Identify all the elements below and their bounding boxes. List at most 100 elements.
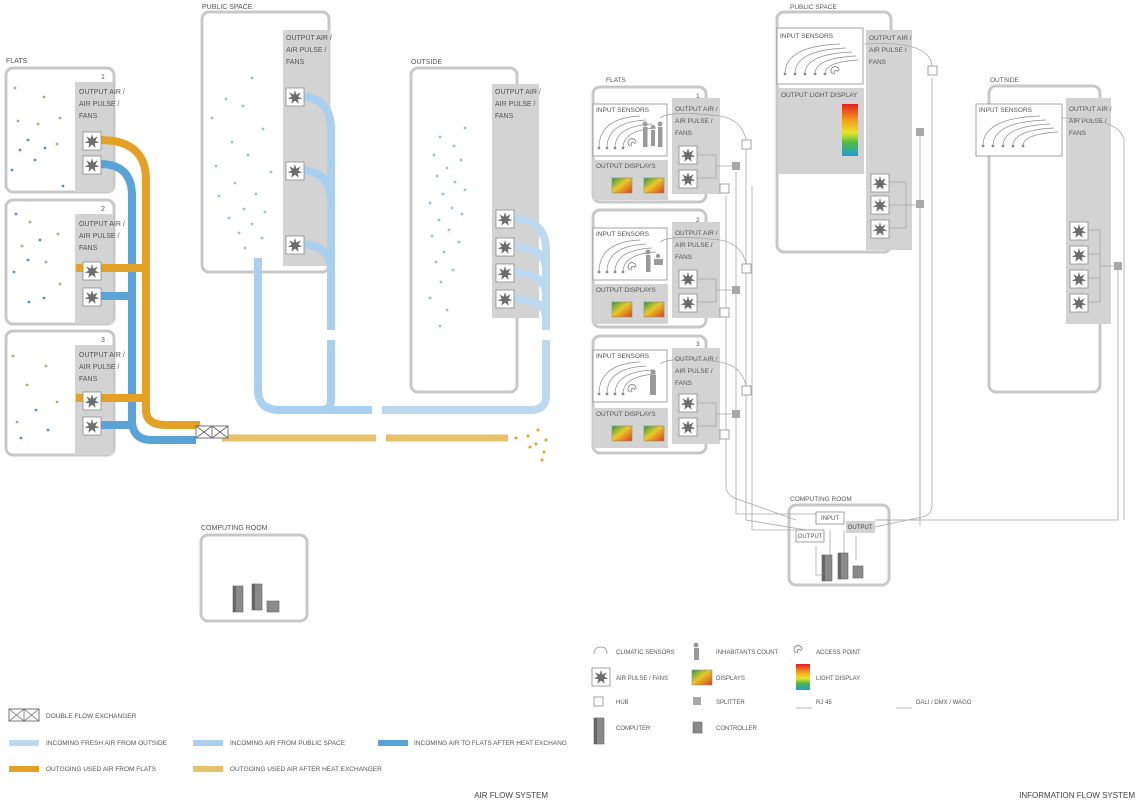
- info-output-box-bg: [846, 521, 875, 533]
- display-icon: [643, 301, 665, 318]
- legend-climatic: CLIMATIC SENSORS: [616, 650, 675, 656]
- info-flat-2-out-2: AIR PULSE /: [675, 242, 713, 249]
- air-outside-output-3: FANS: [495, 113, 514, 120]
- splitter-icon: [916, 128, 924, 136]
- splitter-icon: [916, 200, 924, 208]
- display-icon: [691, 669, 713, 686]
- legend-fresh-label: INCOMING FRESH AIR FROM OUTSIDE: [46, 740, 168, 747]
- display-icon: [643, 425, 665, 442]
- air-public-output-1: OUTPUT AIR /: [286, 35, 332, 42]
- hub-icon: [741, 139, 752, 150]
- splitter-icon: [732, 286, 740, 294]
- legend-dali: DALI / DMX / WAGO: [916, 700, 972, 706]
- information-flow-system: FLATS PUBLIC SPACE OUTSIDE COMPUTING ROO…: [591, 4, 1135, 800]
- info-flat-1-number: 1: [696, 93, 700, 100]
- air-flat-3-output-1: OUTPUT AIR /: [79, 352, 125, 359]
- legend-rj45: RJ 45: [816, 700, 832, 706]
- info-flat-2-out-3: FANS: [675, 254, 693, 261]
- info-flat-1-displays-label: OUTPUT DISPLAYS: [596, 163, 656, 170]
- fan-icon: [82, 287, 102, 307]
- fan-icon: [495, 289, 515, 309]
- air-computing-label: COMPUTING ROOM: [201, 525, 268, 532]
- air-public-panel: [283, 30, 330, 266]
- fan-icon: [82, 261, 102, 281]
- info-flat-3-sensors-label: INPUT SENSORS: [596, 353, 650, 360]
- info-labels: FLATS PUBLIC SPACE OUTSIDE COMPUTING ROO…: [596, 4, 1112, 503]
- air-flat-2-number: 2: [101, 206, 105, 213]
- legend-to-flats-label: INCOMING AIR TO FLATS AFTER HEAT EXCHANG: [414, 740, 567, 747]
- info-public-out-2: AIR PULSE /: [869, 47, 907, 54]
- air-particles: [10, 76, 467, 440]
- hub-icon: [741, 385, 752, 396]
- legend-exchanger-label: DOUBLE FLOW EXCHANGER: [46, 713, 137, 720]
- fan-icon: [1069, 269, 1089, 289]
- people-icon: [650, 369, 656, 395]
- computer-icon: [232, 585, 244, 613]
- fan-icon: [1069, 245, 1089, 265]
- info-flat-3-displays-label: OUTPUT DISPLAYS: [596, 411, 656, 418]
- info-flow-title: INFORMATION FLOW SYSTEM: [1019, 791, 1135, 800]
- legend-light: LIGHT DISPLAY: [816, 676, 860, 682]
- fan-icon: [870, 173, 890, 193]
- info-flat-1-out-2: AIR PULSE /: [675, 118, 713, 125]
- fan-icon: [678, 293, 698, 313]
- computer-icon: [251, 583, 263, 611]
- info-legend: CLIMATIC SENSORS INHABITANTS COUNT ACCES…: [591, 642, 972, 745]
- legend-inhabitants: INHABITANTS COUNT: [716, 650, 779, 656]
- air-flat-3-frame: [4, 329, 116, 457]
- input-box-label: INPUT: [821, 516, 839, 522]
- legend-hub: HUB: [616, 700, 629, 706]
- output-box-right-label: OUTPUT: [848, 525, 873, 531]
- air-particles-public: [210, 76, 273, 250]
- air-public-output-2: AIR PULSE /: [286, 47, 327, 54]
- hub-icon: [719, 307, 730, 318]
- hub-icon: [719, 429, 730, 440]
- climatic-sensors-icon: [593, 646, 608, 655]
- double-flow-exchanger-icon: [195, 425, 229, 439]
- air-flat-1-output-2: AIR PULSE /: [79, 101, 120, 108]
- info-flat-1-out-1: OUTPUT AIR /: [675, 106, 718, 113]
- air-outside-output-1: OUTPUT AIR /: [495, 89, 541, 96]
- info-hubs: [719, 65, 1122, 440]
- air-flat-3-output-3: FANS: [79, 376, 98, 383]
- climatic-sensor-dots: [597, 72, 1025, 396]
- display-icon: [611, 425, 633, 442]
- info-public-sensors: [776, 27, 864, 85]
- hub-legend-icon: [593, 696, 604, 707]
- output-box-left-label: OUTPUT: [798, 534, 823, 540]
- legend-swatch-used-flats: [9, 766, 39, 772]
- info-public-out-1: OUTPUT AIR /: [869, 35, 912, 42]
- air-flat-2-output-1: OUTPUT AIR /: [79, 221, 125, 228]
- air-legend: DOUBLE FLOW EXCHANGER INCOMING FRESH AIR…: [8, 708, 567, 773]
- air-flat-3-number: 3: [101, 337, 105, 344]
- info-flat-3-out-2: AIR PULSE /: [675, 368, 713, 375]
- legend-access: ACCESS POINT: [816, 650, 861, 656]
- legend-splitter: SPLITTER: [716, 700, 745, 706]
- air-computing-equipment: [232, 583, 280, 613]
- fan-icon: [678, 417, 698, 437]
- computer-icon: [837, 552, 849, 580]
- air-labels: FLATS PUBLIC SPACE OUTSIDE COMPUTING ROO…: [6, 4, 541, 532]
- fan-icon: [591, 667, 611, 687]
- legend-fans: AIR PULSE / FANS: [616, 676, 668, 682]
- hub-icon: [741, 263, 752, 274]
- info-outside-label: OUTSIDE: [990, 77, 1020, 84]
- legend-computer: COMPUTER: [616, 726, 651, 732]
- info-flat-2-out-1: OUTPUT AIR /: [675, 230, 718, 237]
- fan-icon: [82, 131, 102, 151]
- legend-swatch-fresh: [9, 740, 39, 746]
- info-outside-out-2: AIR PULSE /: [1069, 118, 1107, 125]
- legend-displays: DISPLAYS: [716, 676, 745, 682]
- air-particles-flats: [10, 138, 65, 440]
- info-light-display-label: OUTPUT LIGHT DISPLAY: [781, 92, 858, 99]
- display-icon: [611, 301, 633, 318]
- output-box-left: [795, 529, 825, 543]
- info-computing-label: COMPUTING ROOM: [790, 496, 852, 503]
- hub-icon: [719, 183, 730, 194]
- info-public-sensors-label: INPUT SENSORS: [780, 33, 834, 40]
- people-icon: [645, 249, 663, 272]
- air-outside-label: OUTSIDE: [411, 59, 442, 66]
- fan-icon: [495, 237, 515, 257]
- air-flow-title: AIR FLOW SYSTEM: [474, 791, 548, 800]
- display-icon: [643, 177, 665, 194]
